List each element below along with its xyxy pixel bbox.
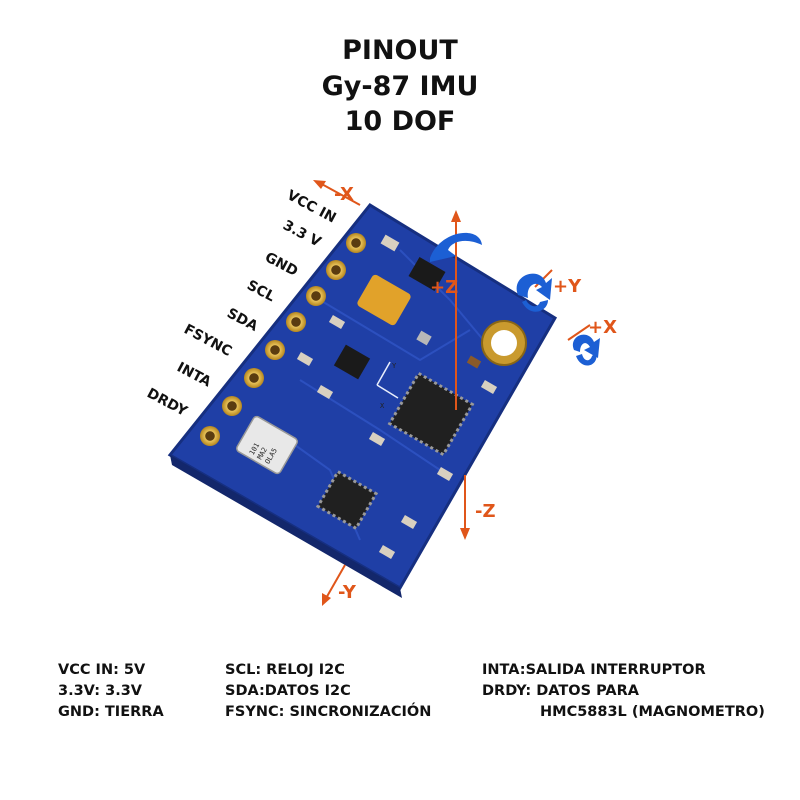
pad-3v3 xyxy=(326,260,346,280)
pin-label-drdy: DRDY xyxy=(144,385,190,420)
pad-gnd xyxy=(306,286,326,306)
axis-label-pos-y: +Y xyxy=(553,276,582,297)
magnetometer-chip xyxy=(315,469,379,531)
legend-sda: SDA:DATOS I2C xyxy=(225,683,351,699)
legend-column-3: INTA:SALIDA INTERRUPTOR DRDY: DATOS PARA… xyxy=(482,660,765,723)
pcb-board xyxy=(167,203,558,591)
axis-label-neg-z: -Z xyxy=(475,501,496,522)
legend-drdy-detail: HMC5883L (MAGNOMETRO) xyxy=(540,704,765,720)
legend-vcc: VCC IN: 5V xyxy=(58,662,146,678)
pin-label-gnd: GND xyxy=(262,249,300,279)
axis-label-neg-x: -X xyxy=(334,184,354,205)
title-line-2: Gy-87 IMU xyxy=(321,71,479,102)
tantalum-capacitor xyxy=(357,274,411,326)
pad-fsync xyxy=(244,368,264,388)
legend-column-2: SCL: RELOJ I2C SDA:DATOS I2C FSYNC: SINC… xyxy=(225,660,431,723)
title-line-1: PINOUT xyxy=(342,35,458,66)
title-line-3: 10 DOF xyxy=(344,106,456,137)
rotation-arrow-x xyxy=(572,334,600,358)
mpu6050-chip xyxy=(387,371,475,457)
pad-drdy xyxy=(200,426,220,446)
legend-drdy: DRDY: DATOS PARA xyxy=(482,683,640,699)
pad-sda xyxy=(265,340,285,360)
legend-scl: SCL: RELOJ I2C xyxy=(225,662,345,678)
legend-3v3: 3.3V: 3.3V xyxy=(58,683,143,699)
rotation-arrow-y xyxy=(516,273,552,300)
pin-label-scl: SCL xyxy=(244,277,277,305)
silk-y-label: Y xyxy=(392,362,397,370)
pin-label-fsync: FSYNC xyxy=(181,321,234,359)
components xyxy=(236,234,498,559)
legend-column-1: VCC IN: 5V 3.3V: 3.3V GND: TIERRA xyxy=(58,660,164,723)
pad-vcc-in xyxy=(346,233,366,253)
pin-label-sda: SDA xyxy=(224,305,260,334)
regulator xyxy=(408,256,446,292)
silk-x-label: X xyxy=(380,402,385,410)
small-ic xyxy=(333,344,371,380)
pin-label-3v3: 3.3 V xyxy=(280,217,323,250)
pin-pads xyxy=(200,233,366,446)
pcb-board-edge xyxy=(170,455,402,598)
pin-label-inta: INTA xyxy=(174,359,214,390)
pad-inta xyxy=(222,396,242,416)
axis-label-neg-y: -Y xyxy=(338,582,357,603)
axis-label-pos-z: +Z xyxy=(430,277,458,298)
legend-fsync: FSYNC: SINCRONIZACIÓN xyxy=(225,704,432,720)
legend-gnd: GND: TIERRA xyxy=(58,704,164,720)
rotation-arrow-z xyxy=(430,232,482,262)
axis-label-pos-x: +X xyxy=(588,317,617,338)
rotation-arrows xyxy=(430,232,600,366)
legend-inta: INTA:SALIDA INTERRUPTOR xyxy=(482,662,706,678)
pad-scl xyxy=(286,312,306,332)
barometer-sensor xyxy=(236,415,298,475)
